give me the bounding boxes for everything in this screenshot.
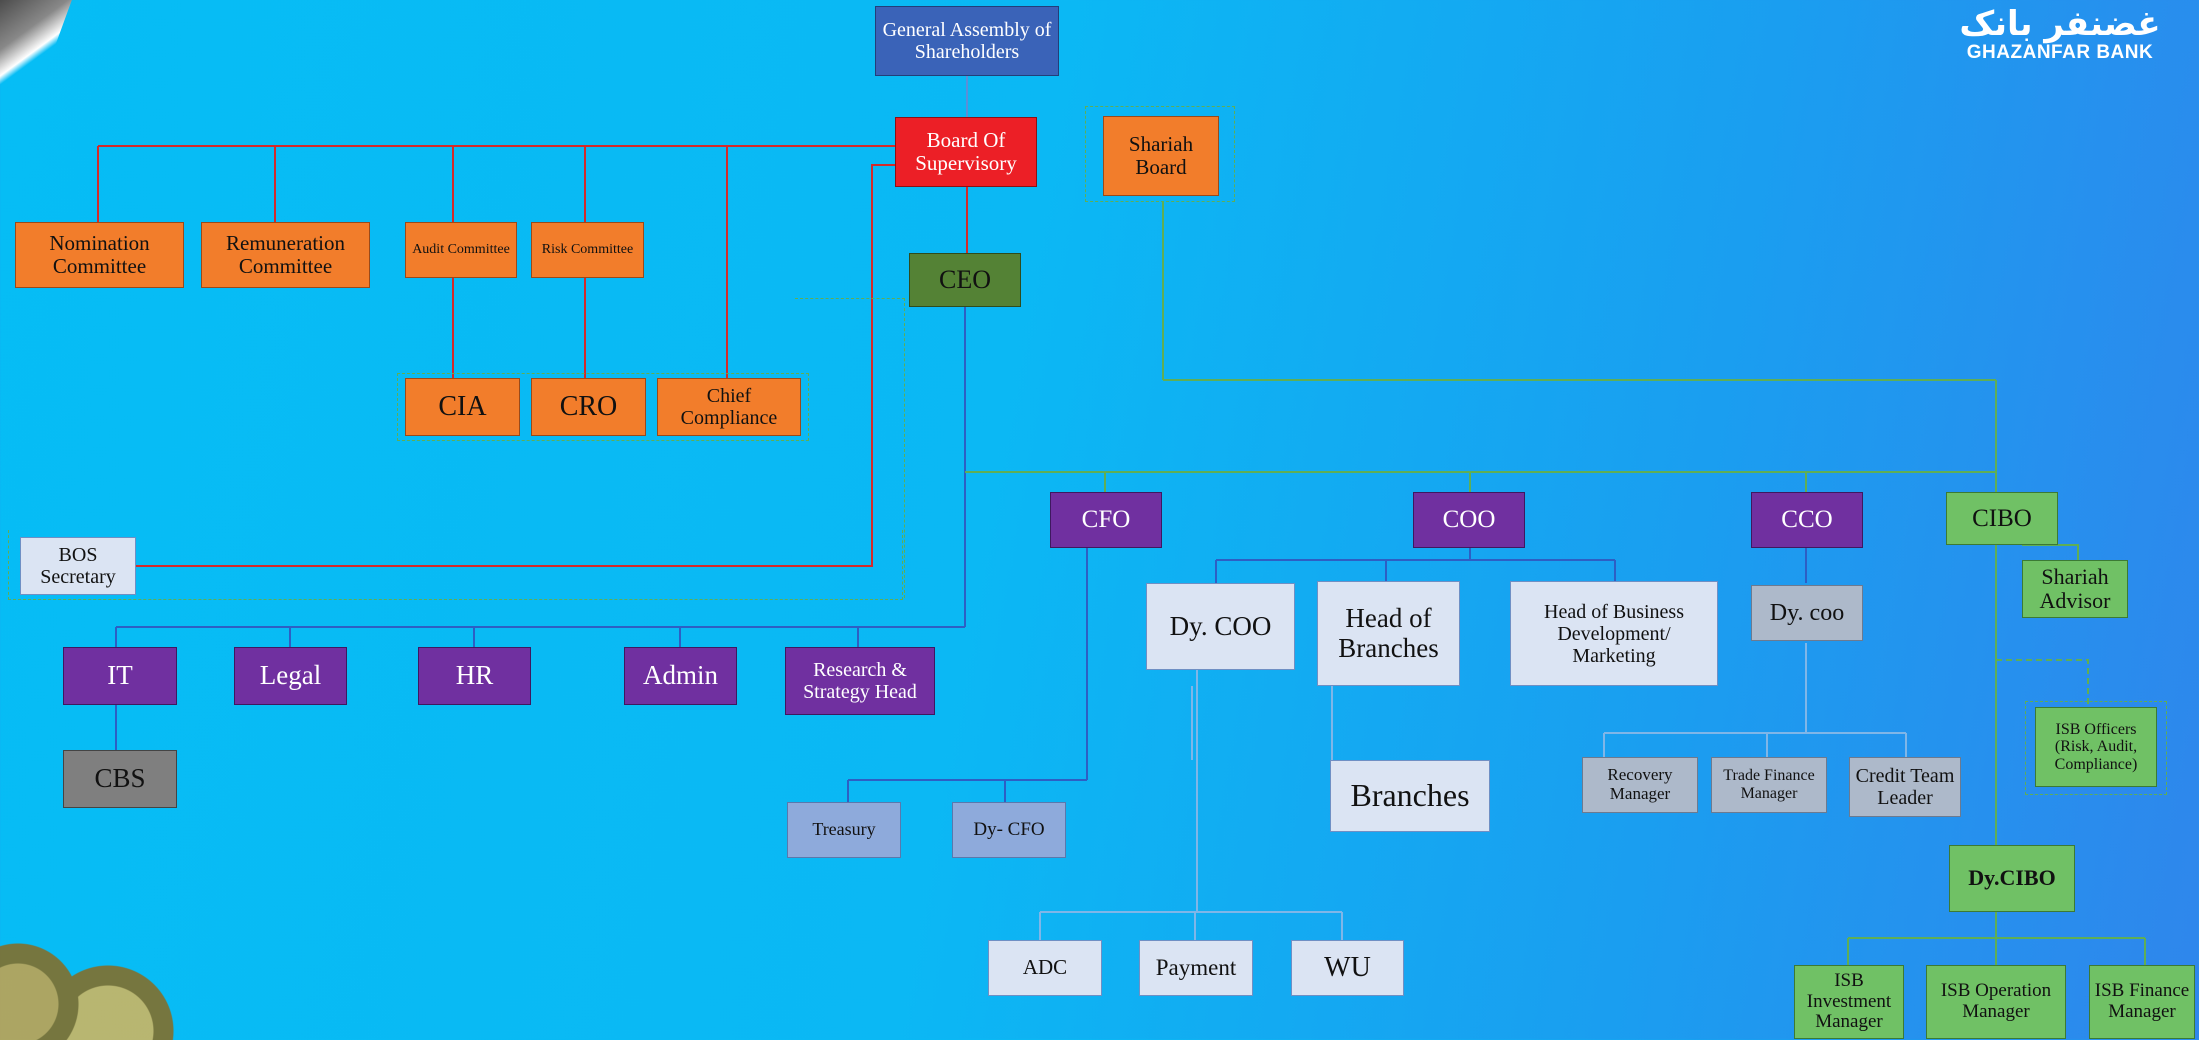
ceo-box[interactable]: CEO [909,253,1021,307]
dy-coo-box[interactable]: Dy. COO [1146,583,1295,670]
chief-compliance-box[interactable]: Chief Compliance [657,378,801,436]
research-strategy-box[interactable]: Research & Strategy Head [785,647,935,715]
bank-logo: غضنفر بانک GHAZANFAR BANK [1940,6,2180,76]
remuneration-committee-box[interactable]: Remuneration Committee [201,222,370,288]
adc-box[interactable]: ADC [988,940,1102,996]
bos-secretary-box[interactable]: BOS Secretary [20,537,136,595]
cfo-box[interactable]: CFO [1050,492,1162,548]
it-box[interactable]: IT [63,647,177,705]
shariah-board-box[interactable]: Shariah Board [1103,116,1219,196]
logo-english: GHAZANFAR BANK [1966,42,2154,63]
isb-officers-box[interactable]: ISB Officers (Risk, Audit, Compliance) [2035,707,2157,787]
ceo-compliance-link [795,298,905,598]
cco-box[interactable]: CCO [1751,492,1863,548]
general-assembly-box[interactable]: General Assembly of Shareholders [875,6,1059,76]
coo-box[interactable]: COO [1413,492,1525,548]
shariah-advisor-box[interactable]: Shariah Advisor [2022,560,2128,618]
nomination-committee-box[interactable]: Nomination Committee [15,222,184,288]
trade-finance-manager-box[interactable]: Trade Finance Manager [1711,757,1827,813]
isb-finance-manager-box[interactable]: ISB Finance Manager [2089,965,2195,1039]
dy-cfo-box[interactable]: Dy- CFO [952,802,1066,858]
board-of-supervisory-box[interactable]: Board Of Supervisory [895,117,1037,187]
coins-decoration [0,860,180,1040]
isb-investment-manager-box[interactable]: ISB Investment Manager [1794,965,1904,1039]
dy-coo-cco-box[interactable]: Dy. coo [1751,585,1863,641]
wu-box[interactable]: WU [1291,940,1404,996]
branches-box[interactable]: Branches [1330,760,1490,832]
dy-cibo-box[interactable]: Dy.CIBO [1949,845,2075,912]
risk-committee-box[interactable]: Risk Committee [531,222,644,278]
bos-group [8,530,903,600]
recovery-manager-box[interactable]: Recovery Manager [1582,757,1698,813]
cibo-box[interactable]: CIBO [1946,492,2058,545]
treasury-box[interactable]: Treasury [787,802,901,858]
isb-operation-manager-box[interactable]: ISB Operation Manager [1926,965,2066,1039]
cro-box[interactable]: CRO [531,378,646,436]
head-of-branches-box[interactable]: Head of Branches [1317,581,1460,686]
legal-box[interactable]: Legal [234,647,347,705]
hr-box[interactable]: HR [418,647,531,705]
control-functions-group [397,373,809,441]
shariah-board-group [1085,106,1235,202]
admin-box[interactable]: Admin [624,647,737,705]
audit-committee-box[interactable]: Audit Committee [405,222,517,278]
logo-arabic: غضنفر بانک [1959,4,2161,44]
isb-officers-group [2025,701,2167,795]
cia-box[interactable]: CIA [405,378,520,436]
decorative-corner [0,0,80,140]
payment-box[interactable]: Payment [1139,940,1253,996]
head-business-development-box[interactable]: Head of Business Development/ Marketing [1510,581,1718,686]
cbs-box[interactable]: CBS [63,750,177,808]
credit-team-leader-box[interactable]: Credit Team Leader [1849,757,1961,817]
